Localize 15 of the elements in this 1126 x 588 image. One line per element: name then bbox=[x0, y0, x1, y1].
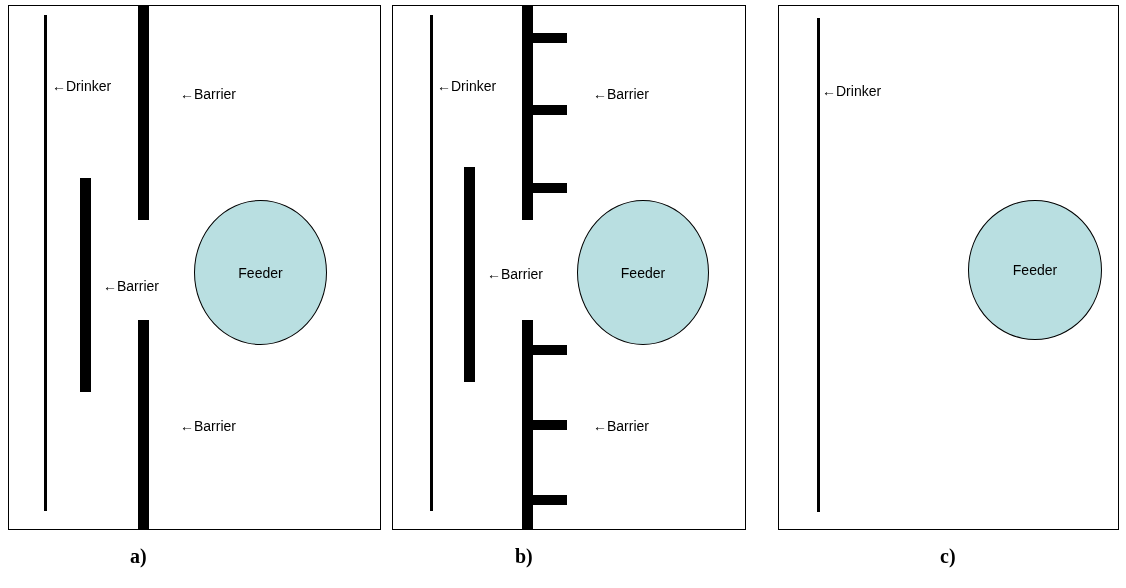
barrier-label: ←Barrier bbox=[487, 266, 543, 282]
feeder-ellipse: Feeder bbox=[577, 200, 709, 345]
barrier-label: ←Barrier bbox=[180, 418, 236, 434]
panel-label: a) bbox=[130, 545, 147, 567]
barrier-label: ←Barrier bbox=[593, 86, 649, 102]
feeder-ellipse: Feeder bbox=[194, 200, 327, 345]
drinker-label: ←Drinker bbox=[52, 78, 112, 94]
drinker-label: ←Drinker bbox=[437, 78, 497, 94]
panel-label: b) bbox=[515, 545, 533, 567]
drinker-label: ←Drinker bbox=[822, 83, 882, 99]
feeder-ellipse: Feeder bbox=[968, 200, 1102, 340]
barrier-label: ←Barrier bbox=[593, 418, 649, 434]
barrier-label: ←Barrier bbox=[103, 278, 159, 294]
barrier-label: ←Barrier bbox=[180, 86, 236, 102]
panel-label: c) bbox=[940, 545, 956, 567]
